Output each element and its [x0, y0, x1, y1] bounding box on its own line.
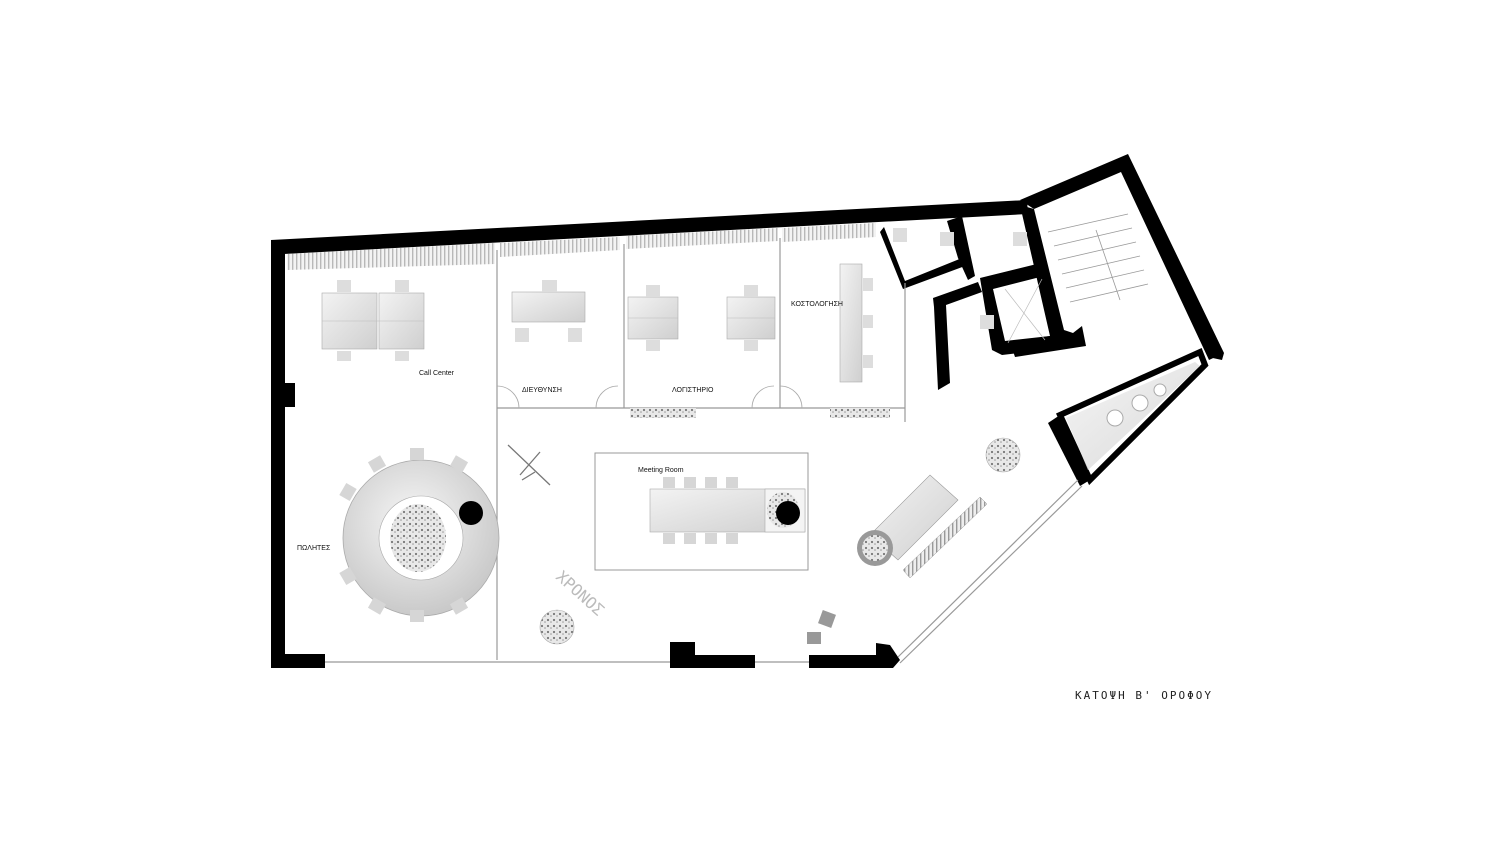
partitions	[325, 238, 1083, 664]
wc-fixtures	[893, 228, 1027, 329]
label-costing: ΚΟΣΤΟΛΟΓΗΣΗ	[791, 301, 843, 308]
lounge-furniture	[807, 474, 988, 644]
call-center-furniture	[321, 280, 425, 361]
sales-chairs	[339, 448, 469, 622]
door-swings	[496, 385, 803, 409]
airplane-sculpture	[507, 444, 551, 486]
curtains	[287, 223, 876, 270]
label-sales: ΠΩΛΗΤΕΣ	[297, 545, 331, 552]
planters	[630, 408, 890, 418]
costing-furniture	[839, 263, 873, 383]
direction-furniture	[511, 280, 586, 342]
plan-caption: ΚΑΤΟΨΗ Β' ΟΡΟΦΟΥ	[1075, 689, 1213, 702]
label-call-center: Call Center	[419, 370, 455, 377]
sales-round-table	[342, 459, 500, 617]
elevator-shaft	[1004, 278, 1046, 344]
meeting-room	[594, 452, 809, 571]
potted-plants	[539, 437, 1021, 645]
accounting-furniture	[627, 285, 776, 351]
label-meeting-room: Meeting Room	[638, 467, 684, 474]
store-shelving	[1066, 362, 1200, 470]
label-direction: ΔΙΕΥΘΥΝΣΗ	[522, 387, 562, 394]
staircase	[1047, 213, 1149, 303]
label-accounting: ΛΟΓΙΣΤΗΡΙΟ	[672, 387, 714, 394]
